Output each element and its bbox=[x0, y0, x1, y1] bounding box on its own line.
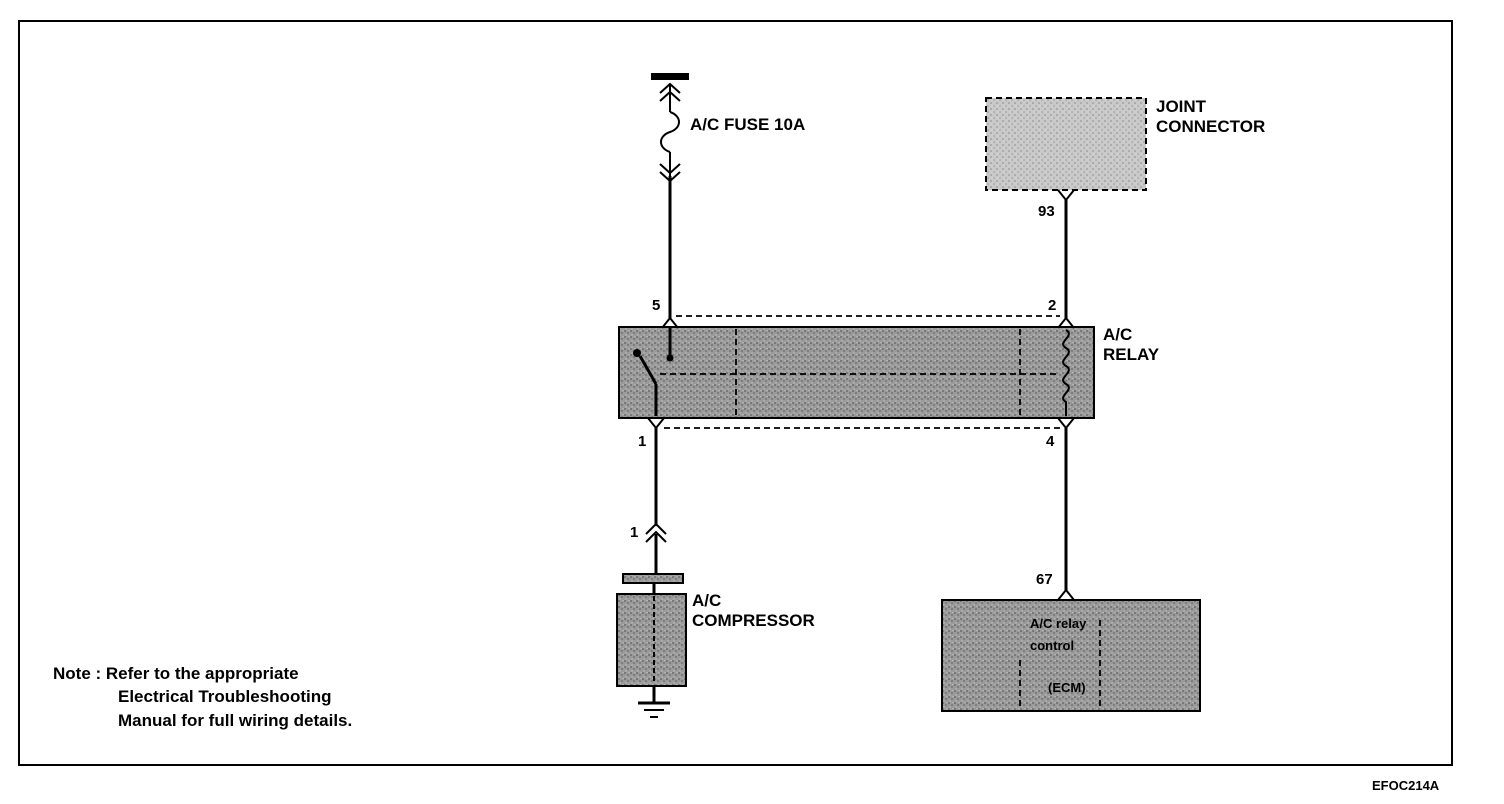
joint-connector-terminal bbox=[1057, 189, 1075, 202]
relay-terminal-5 bbox=[661, 316, 679, 329]
ecm-label-1: A/C relay bbox=[1030, 616, 1087, 631]
note-line-2: Electrical Troubleshooting bbox=[118, 687, 331, 706]
relay-pin-4: 4 bbox=[1046, 433, 1055, 450]
fuse-label: A/C FUSE 10A bbox=[690, 115, 805, 134]
ecm-label-2: control bbox=[1030, 638, 1074, 653]
fuse-top-connector bbox=[659, 82, 681, 112]
relay-pin-1: 1 bbox=[638, 433, 646, 450]
power-source-bar bbox=[651, 73, 689, 80]
relay-label-1: A/C bbox=[1103, 325, 1132, 344]
relay-terminal-1 bbox=[647, 417, 665, 430]
note-line-1: Note : Refer to the appropriate bbox=[53, 664, 299, 683]
compressor-box bbox=[616, 593, 687, 687]
figure-code: EFOC214A bbox=[1372, 778, 1440, 793]
compressor-clutch-bar bbox=[622, 573, 684, 584]
diagram-frame bbox=[18, 20, 1453, 766]
ecm-pin: 67 bbox=[1036, 571, 1053, 588]
ecm-terminal bbox=[1057, 588, 1075, 601]
note-line-3: Manual for full wiring details. bbox=[118, 711, 352, 730]
fuse-icon bbox=[660, 111, 680, 153]
relay-switch-icon bbox=[633, 328, 674, 416]
compressor-label-2: COMPRESSOR bbox=[692, 611, 815, 630]
relay-label-2: RELAY bbox=[1103, 345, 1160, 364]
joint-connector-label-2: CONNECTOR bbox=[1156, 117, 1265, 136]
relay-terminal-4 bbox=[1057, 417, 1075, 430]
ecm-box bbox=[941, 599, 1201, 712]
joint-connector-pin: 93 bbox=[1038, 203, 1055, 220]
compressor-label-1: A/C bbox=[692, 591, 721, 610]
relay-pin-5: 5 bbox=[652, 297, 660, 314]
relay-pin-2: 2 bbox=[1048, 297, 1056, 314]
joint-connector-box bbox=[985, 97, 1147, 191]
relay-box bbox=[618, 326, 1095, 419]
ground-icon bbox=[638, 686, 670, 718]
compressor-connector bbox=[645, 522, 667, 574]
relay-terminal-2 bbox=[1057, 316, 1075, 329]
joint-connector-label-1: JOINT bbox=[1156, 97, 1207, 116]
relay-coil-icon bbox=[1062, 329, 1070, 416]
compressor-connector-pin: 1 bbox=[630, 524, 638, 541]
ecm-label-3: (ECM) bbox=[1048, 680, 1086, 695]
